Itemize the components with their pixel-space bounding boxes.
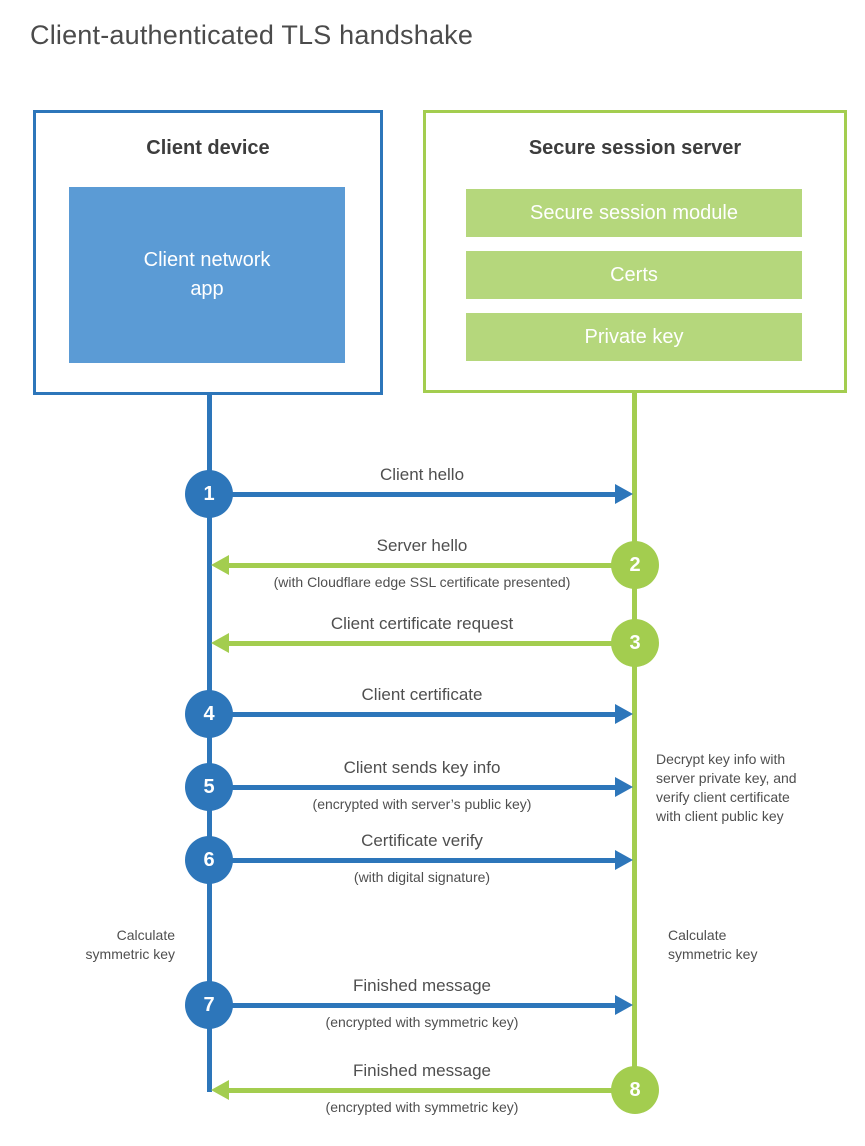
client-app-label-line1: Client network	[143, 249, 271, 271]
step6-arrowhead-right-icon	[615, 850, 633, 870]
client-device-title: Client device	[146, 137, 270, 159]
step7-arrow-line	[209, 1003, 616, 1008]
step8-arrow-line	[228, 1088, 635, 1093]
step1-arrow-line	[209, 492, 616, 497]
step7-arrowhead-right-icon	[615, 995, 633, 1015]
step8-arrowhead-left-icon	[211, 1080, 229, 1100]
calculate-symmetric-key-note-server: Calculate symmetric key	[668, 927, 758, 962]
step5-label: Client sends key info	[343, 758, 501, 777]
step4-number-badge: 4	[185, 690, 233, 738]
server-title: Secure session server	[528, 137, 742, 159]
client-app-label-line2: app	[190, 278, 224, 300]
step3-number-badge: 3	[611, 619, 659, 667]
step7-label: Finished message	[353, 976, 491, 995]
step2-arrowhead-left-icon	[211, 555, 229, 575]
step2-sublabel: (with Cloudflare edge SSL certificate pr…	[273, 574, 571, 590]
step2-label: Server hello	[376, 536, 468, 555]
server-module-certs: Certs	[466, 251, 802, 299]
step8-label: Finished message	[353, 1061, 491, 1080]
step5-number-badge: 5	[185, 763, 233, 811]
step1-arrowhead-right-icon	[615, 484, 633, 504]
step6-sublabel: (with digital signature)	[353, 869, 491, 885]
step4-arrowhead-right-icon	[615, 704, 633, 724]
client-network-app-box: Client network app	[69, 187, 345, 363]
step2-arrow-line	[228, 563, 635, 568]
step7-number-badge: 7	[185, 981, 233, 1029]
secure-session-server-box: Secure session server Secure session mod…	[423, 110, 847, 393]
step7-sublabel: (encrypted with symmetric key)	[325, 1014, 519, 1030]
step4-arrow-line	[209, 712, 616, 717]
step8-sublabel: (encrypted with symmetric key)	[325, 1099, 519, 1115]
step6-label: Certificate verify	[361, 831, 483, 850]
step3-label: Client certificate request	[330, 614, 514, 633]
step5-sublabel: (encrypted with server’s public key)	[312, 796, 532, 812]
server-lifeline	[632, 393, 637, 1090]
step8-number-badge: 8	[611, 1066, 659, 1114]
client-lifeline	[207, 393, 212, 1092]
server-module-private-key: Private key	[466, 313, 802, 361]
page-title: Client-authenticated TLS handshake	[30, 20, 474, 50]
step5-arrowhead-right-icon	[615, 777, 633, 797]
step5-arrow-line	[209, 785, 616, 790]
step6-arrow-line	[209, 858, 616, 863]
step1-label: Client hello	[379, 465, 465, 484]
step1-number-badge: 1	[185, 470, 233, 518]
decrypt-key-info-note: Decrypt key info with server private key…	[656, 751, 797, 824]
step4-label: Client certificate	[361, 685, 483, 704]
step6-number-badge: 6	[185, 836, 233, 884]
step3-arrowhead-left-icon	[211, 633, 229, 653]
step2-number-badge: 2	[611, 541, 659, 589]
calculate-symmetric-key-note-client: Calculate symmetric key	[85, 927, 175, 962]
server-module-secure-session: Secure session module	[466, 189, 802, 237]
step3-arrow-line	[228, 641, 635, 646]
